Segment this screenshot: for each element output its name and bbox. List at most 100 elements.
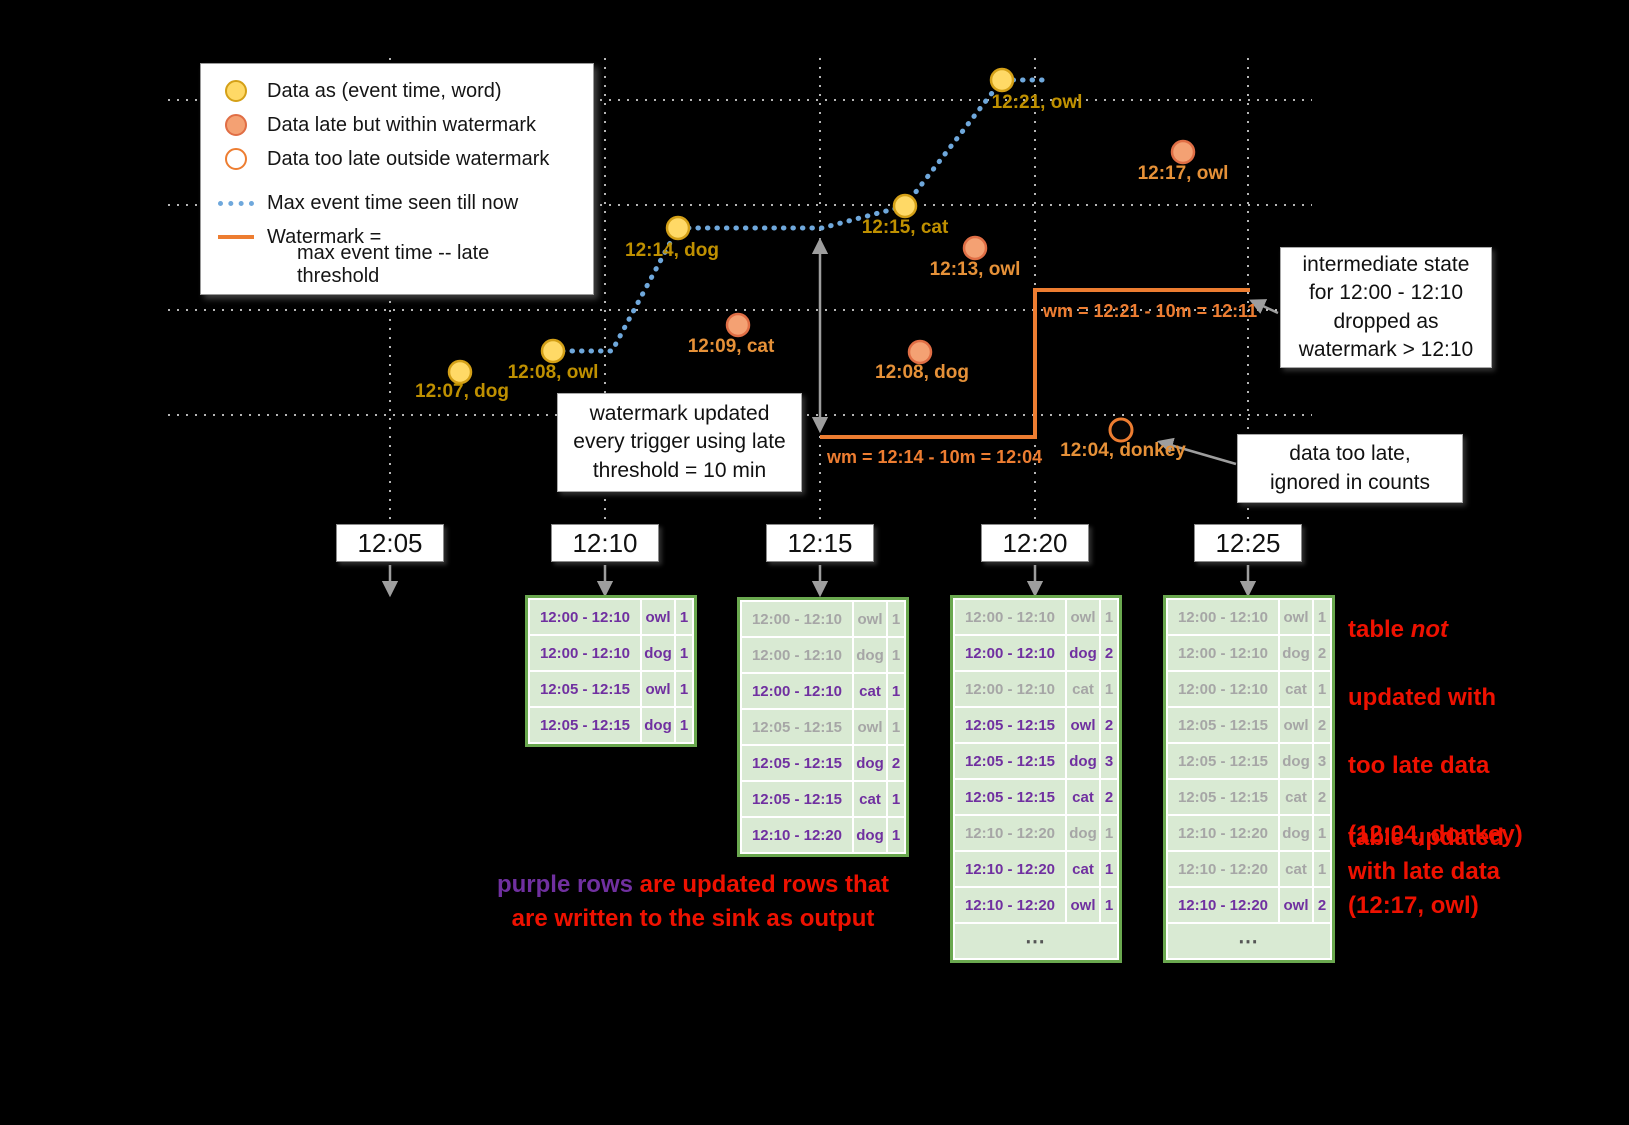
legend: Data as (event time, word) Data late but…: [200, 63, 594, 295]
note-table-updated-late: table updated with late data (12:17, owl…: [1348, 824, 1505, 920]
cell-word: cat: [854, 674, 886, 708]
cell-word: owl: [1067, 600, 1099, 634]
note-text: are updated rows that: [632, 871, 890, 898]
cell-word: cat: [1067, 852, 1099, 886]
note-line: updated with: [1348, 684, 1496, 712]
cell-count: 1: [1314, 852, 1330, 886]
cell-window: 12:00 - 12:10: [1168, 600, 1278, 634]
legend-item-watermark-line-cont: max event time -- late threshold: [217, 242, 577, 287]
data-point-ontime: [447, 359, 473, 385]
data-point-label: 12:21, owl: [991, 92, 1083, 113]
legend-item-max-event-line: Max event time seen till now: [217, 186, 577, 220]
cell-count: 1: [1101, 600, 1117, 634]
data-point-label: 12:15, cat: [861, 217, 949, 238]
cell-word: owl: [1280, 888, 1312, 922]
cell-word: cat: [1280, 672, 1312, 706]
cell-window: 12:00 - 12:10: [955, 672, 1065, 706]
cell-word: cat: [1280, 852, 1312, 886]
cell-count: 3: [1101, 744, 1117, 778]
cell-window: 12:00 - 12:10: [742, 674, 852, 708]
cell-count: 1: [676, 672, 692, 706]
cell-window: 12:10 - 12:20: [955, 852, 1065, 886]
data-point-label: 12:07, dog: [415, 381, 509, 402]
data-point-label: 12:08, dog: [875, 362, 969, 383]
cell-word: dog: [1067, 816, 1099, 850]
cell-count: 1: [1101, 672, 1117, 706]
cell-count: 1: [888, 638, 904, 672]
cell-window: 12:00 - 12:10: [955, 636, 1065, 670]
cell-window: 12:10 - 12:20: [955, 888, 1065, 922]
cell-window: 12:00 - 12:10: [1168, 672, 1278, 706]
trigger-time-12:20: 12:20: [981, 524, 1089, 562]
note-purple-rows: purple rows are updated rows that are wr…: [468, 868, 918, 935]
data-point-late: [962, 235, 988, 261]
cell-count: 1: [1314, 600, 1330, 634]
cell-word: dog: [854, 818, 886, 852]
data-point-label: 12:04, donkey: [1060, 440, 1186, 461]
callout-data-too-late: data too late, ignored in counts: [1237, 434, 1463, 503]
legend-label: Watermark =: [267, 225, 382, 248]
cell-count: 1: [888, 818, 904, 852]
legend-item-toolate: Data too late outside watermark: [217, 142, 577, 176]
data-point-label: 12:08, owl: [507, 362, 599, 383]
legend-label: max event time -- late threshold: [297, 242, 490, 287]
cell-count: 1: [888, 710, 904, 744]
cell-window: 12:05 - 12:15: [1168, 744, 1278, 778]
trigger-time-12:25: 12:25: [1194, 524, 1302, 562]
cell-word: cat: [854, 782, 886, 816]
data-point-toolate: [1108, 417, 1134, 443]
cell-count: 1: [1314, 816, 1330, 850]
cell-window: 12:05 - 12:15: [1168, 780, 1278, 814]
cell-count: 1: [1101, 816, 1117, 850]
late-dot-icon: [225, 114, 247, 136]
cell-word: dog: [854, 746, 886, 780]
cell-word: cat: [1067, 672, 1099, 706]
cell-count: 2: [1314, 636, 1330, 670]
cell-window: 12:00 - 12:10: [1168, 636, 1278, 670]
cell-word: dog: [1067, 744, 1099, 778]
trigger-time-12:15: 12:15: [766, 524, 874, 562]
toolate-pointer-arrow: [1156, 437, 1237, 466]
cell-word: cat: [1280, 780, 1312, 814]
intermediate-pointer-arrow: [1249, 299, 1279, 315]
cell-window: 12:05 - 12:15: [530, 672, 640, 706]
note-text: are written to the sink as output: [511, 904, 875, 932]
callout-intermediate-state: intermediate state for 12:00 - 12:10 dro…: [1280, 247, 1492, 368]
toolate-dot-icon: [225, 148, 247, 170]
note-line: too late data: [1348, 752, 1490, 780]
cell-count: 3: [1314, 744, 1330, 778]
cell-count: 1: [888, 782, 904, 816]
cell-word: dog: [642, 708, 674, 742]
cell-word: owl: [642, 600, 674, 634]
cell-window: 12:00 - 12:10: [742, 602, 852, 636]
trigger-time-12:10: 12:10: [551, 524, 659, 562]
cell-window: 12:00 - 12:10: [742, 638, 852, 672]
data-point-ontime: [540, 338, 566, 364]
cell-count: 2: [1314, 888, 1330, 922]
cell-window: 12:00 - 12:10: [530, 600, 640, 634]
cell-window: 12:05 - 12:15: [742, 710, 852, 744]
legend-label: Data as (event time, word): [267, 79, 502, 102]
cell-window: 12:10 - 12:20: [1168, 888, 1278, 922]
cell-word: owl: [1280, 600, 1312, 634]
callout-watermark-update: watermark updated every trigger using la…: [557, 393, 802, 492]
ellipsis-cell: ⋯: [1168, 924, 1330, 958]
data-point-label: 12:14, dog: [625, 240, 719, 261]
